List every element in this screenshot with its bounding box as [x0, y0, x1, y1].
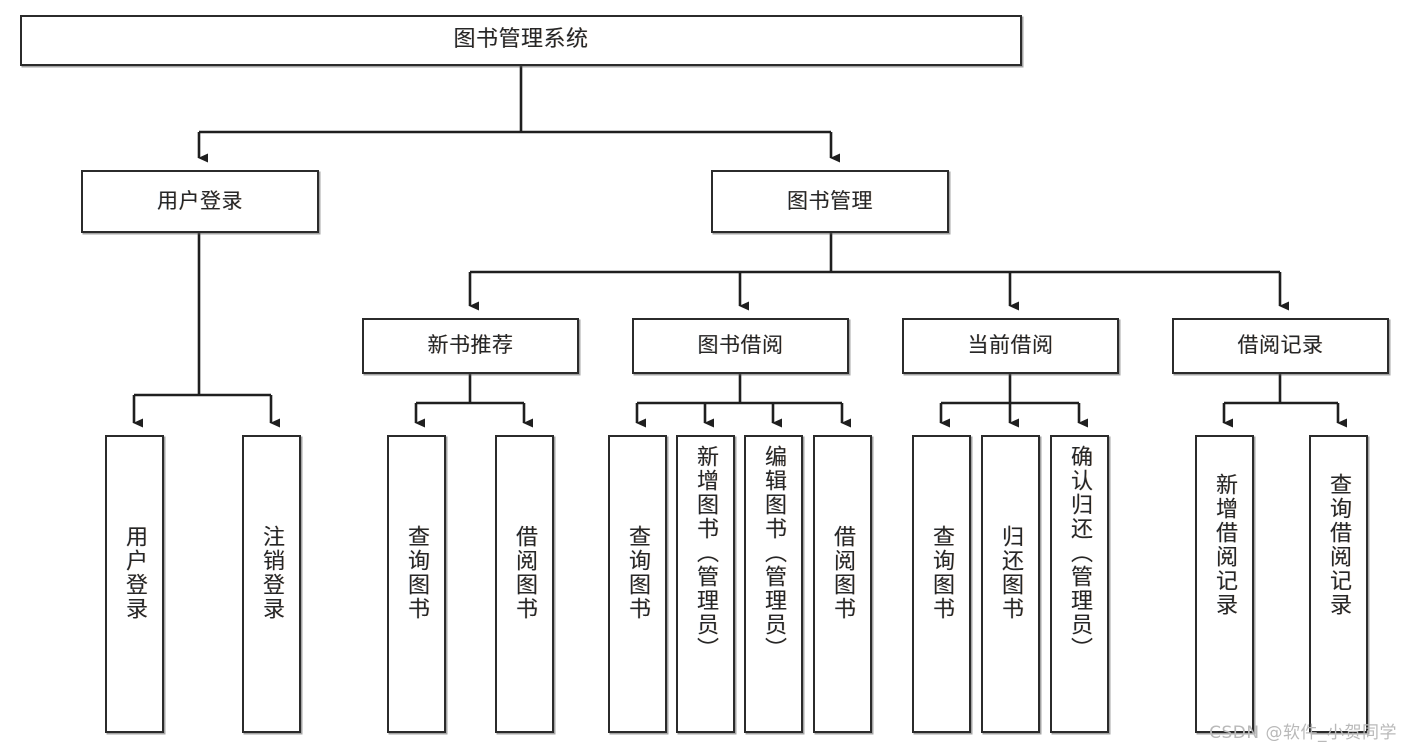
node-label: 查询图书 [929, 525, 955, 621]
node-root-system[interactable]: 图书管理系统 [20, 15, 1022, 66]
leaf-record-query[interactable]: 查询借阅记录 [1309, 435, 1368, 733]
node-label: 注销登录 [259, 525, 285, 621]
node-label: 图书借阅 [697, 333, 784, 358]
node-user-login[interactable]: 用户登录 [81, 170, 319, 233]
node-book-management[interactable]: 图书管理 [711, 170, 949, 233]
node-label: 新增图书（管理员） [693, 445, 719, 661]
leaf-borrow-query[interactable]: 查询图书 [608, 435, 667, 733]
node-label: 确认归还（管理员） [1067, 445, 1093, 661]
node-book-borrow[interactable]: 图书借阅 [632, 318, 849, 374]
node-label: 归还图书 [998, 525, 1024, 621]
leaf-borrow-edit-admin[interactable]: 编辑图书（管理员） [744, 435, 803, 733]
leaf-borrow-lend[interactable]: 借阅图书 [813, 435, 872, 733]
leaf-current-query[interactable]: 查询图书 [912, 435, 971, 733]
node-label: 用户登录 [157, 188, 243, 213]
node-label: 编辑图书（管理员） [761, 445, 787, 661]
leaf-user-logout[interactable]: 注销登录 [242, 435, 301, 733]
node-label: 查询图书 [404, 525, 430, 621]
node-label: 查询图书 [625, 525, 651, 621]
leaf-newbook-borrow[interactable]: 借阅图书 [495, 435, 554, 733]
node-label: 新增借阅记录 [1212, 473, 1238, 617]
node-label: 用户登录 [122, 525, 148, 621]
node-label: 新书推荐 [427, 333, 514, 358]
node-label: 借阅记录 [1237, 333, 1324, 358]
node-label: 借阅图书 [830, 525, 856, 621]
node-label: 当前借阅 [967, 333, 1054, 358]
leaf-current-confirm-admin[interactable]: 确认归还（管理员） [1050, 435, 1109, 733]
leaf-current-return[interactable]: 归还图书 [981, 435, 1040, 733]
node-borrow-record[interactable]: 借阅记录 [1172, 318, 1389, 374]
leaf-newbook-query[interactable]: 查询图书 [387, 435, 446, 733]
leaf-record-add[interactable]: 新增借阅记录 [1195, 435, 1254, 733]
csdn-watermark: CSDN @软件_小贺同学 [1209, 723, 1397, 743]
node-label: 借阅图书 [512, 525, 538, 621]
node-current-borrow[interactable]: 当前借阅 [902, 318, 1119, 374]
node-label: 查询借阅记录 [1326, 473, 1352, 617]
node-new-book-recommend[interactable]: 新书推荐 [362, 318, 579, 374]
leaf-user-login[interactable]: 用户登录 [105, 435, 164, 733]
node-label: 图书管理 [787, 188, 873, 213]
node-label: 图书管理系统 [453, 27, 589, 53]
leaf-borrow-add-admin[interactable]: 新增图书（管理员） [676, 435, 735, 733]
